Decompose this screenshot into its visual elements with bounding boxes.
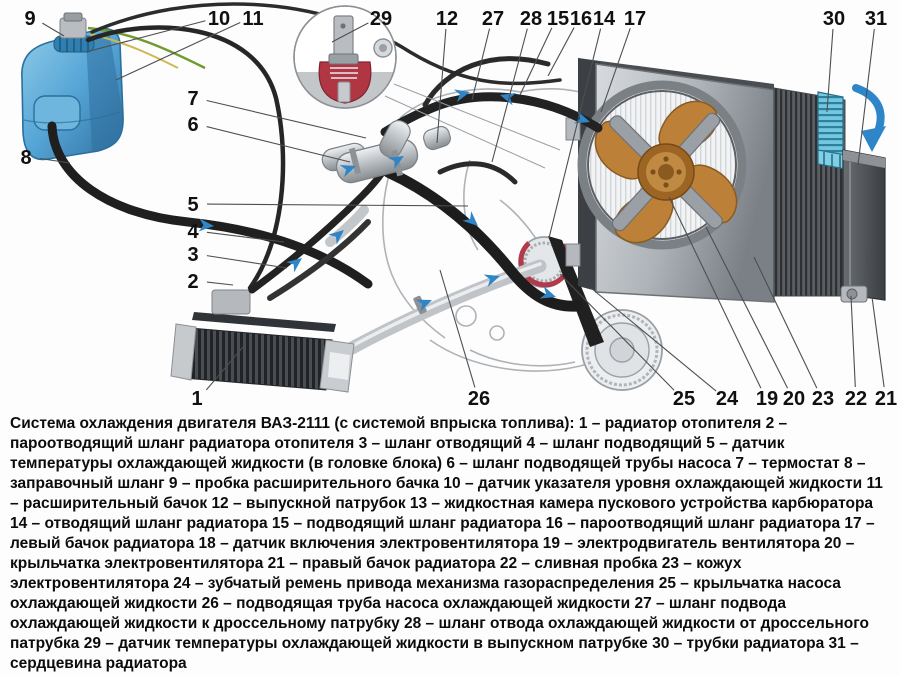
coolant-temp-sensor <box>318 15 393 104</box>
callout-19: 19 <box>756 388 778 410</box>
leader-line-20 <box>705 226 789 389</box>
leader-line-25 <box>559 273 675 391</box>
callout-2: 2 <box>187 271 198 293</box>
callout-31: 31 <box>865 8 887 30</box>
crankshaft-pulley <box>581 309 663 391</box>
leader-line-14 <box>548 28 602 239</box>
heater-outlet-hose-3 <box>248 160 392 294</box>
callout-28: 28 <box>520 8 542 30</box>
caption-text: Система охлаждения двигателя ВАЗ-2111 (с… <box>10 415 883 672</box>
metal-elbow <box>325 205 369 247</box>
sensor-inset-detail <box>293 5 561 169</box>
leader-line-1 <box>205 346 244 391</box>
heater-inlet-fitting <box>211 289 251 315</box>
leader-line-23 <box>753 256 818 389</box>
fan-blades <box>594 100 738 244</box>
leader-line-9 <box>42 22 65 37</box>
callout-4: 4 <box>187 221 199 243</box>
leader-line-15 <box>519 27 553 96</box>
callout-10: 10 <box>208 8 230 30</box>
callout-8: 8 <box>20 147 31 169</box>
leader-line-3 <box>206 255 288 269</box>
drain-plug <box>840 285 868 303</box>
leader-line-21 <box>865 251 885 388</box>
thermostat <box>321 119 419 184</box>
leader-line-6 <box>206 126 351 163</box>
timing-belt <box>548 236 604 347</box>
leader-line-11 <box>115 22 241 81</box>
callout-11: 11 <box>242 8 263 30</box>
callout-15: 15 <box>547 8 569 30</box>
callout-29: 29 <box>370 8 392 30</box>
leader-line-31 <box>857 28 875 166</box>
radiator-outlet-hose-14 <box>382 166 584 312</box>
heater-left-cap <box>170 323 197 381</box>
leader-line-26 <box>439 269 476 388</box>
callout-16: 16 <box>570 8 592 30</box>
heater-right-cap-highlight <box>328 352 350 380</box>
level-sensor <box>59 12 87 39</box>
rotation-arrow-icon <box>852 84 886 152</box>
leader-line-24 <box>590 287 717 392</box>
fan-motor-hub <box>637 143 695 201</box>
callout-1: 1 <box>191 388 202 410</box>
callout-14: 14 <box>593 8 616 30</box>
callout-7: 7 <box>187 88 198 110</box>
leader-line-19 <box>668 196 762 389</box>
leader-line-10 <box>85 20 206 53</box>
expansion-tank <box>21 12 206 161</box>
callout-20: 20 <box>783 388 805 410</box>
callout-25: 25 <box>673 388 695 410</box>
callout-26: 26 <box>468 388 490 410</box>
electric-fan <box>594 100 738 244</box>
pipe-clamp <box>413 295 427 315</box>
radiator-right-tank <box>842 149 886 301</box>
radiator-assembly <box>565 58 886 303</box>
callout-27: 27 <box>482 8 504 30</box>
leader-line-22 <box>850 295 856 388</box>
leader-line-28 <box>491 28 528 163</box>
callout-5: 5 <box>187 194 198 216</box>
heater-radiator <box>170 289 355 393</box>
heater-inlet-hose-4 <box>267 219 371 301</box>
callout-23: 23 <box>812 388 834 410</box>
leader-line-16 <box>547 27 575 77</box>
callout-3: 3 <box>187 244 198 266</box>
leader-line-17 <box>600 28 631 113</box>
callout-21: 21 <box>875 388 897 410</box>
callout-24: 24 <box>716 388 739 410</box>
heater-steam-hose-2 <box>85 25 286 291</box>
diagram-svg: 9101129122728151614173031768543212625241… <box>20 2 897 410</box>
throttle-supply-hose-27 <box>422 56 551 108</box>
callout-30: 30 <box>823 8 845 30</box>
callout-9: 9 <box>24 8 35 30</box>
throttle-return-hose-28 <box>437 161 518 185</box>
leader-lines <box>39 20 885 392</box>
callout-17: 17 <box>624 8 646 30</box>
leader-line-2 <box>206 281 234 286</box>
leader-line-29 <box>331 22 369 43</box>
leader-line-8 <box>39 157 71 164</box>
leader-line-5 <box>206 203 469 207</box>
leader-line-27 <box>471 28 491 101</box>
radiator-bracket <box>565 243 581 267</box>
callout-6: 6 <box>187 114 198 136</box>
tank-panel <box>33 95 81 131</box>
callout-22: 22 <box>845 388 867 410</box>
leader-line-7 <box>206 99 367 139</box>
leader-line-4 <box>206 231 285 243</box>
leader-line-30 <box>826 28 834 113</box>
leader-line-12 <box>436 28 447 144</box>
callout-12: 12 <box>436 8 458 30</box>
